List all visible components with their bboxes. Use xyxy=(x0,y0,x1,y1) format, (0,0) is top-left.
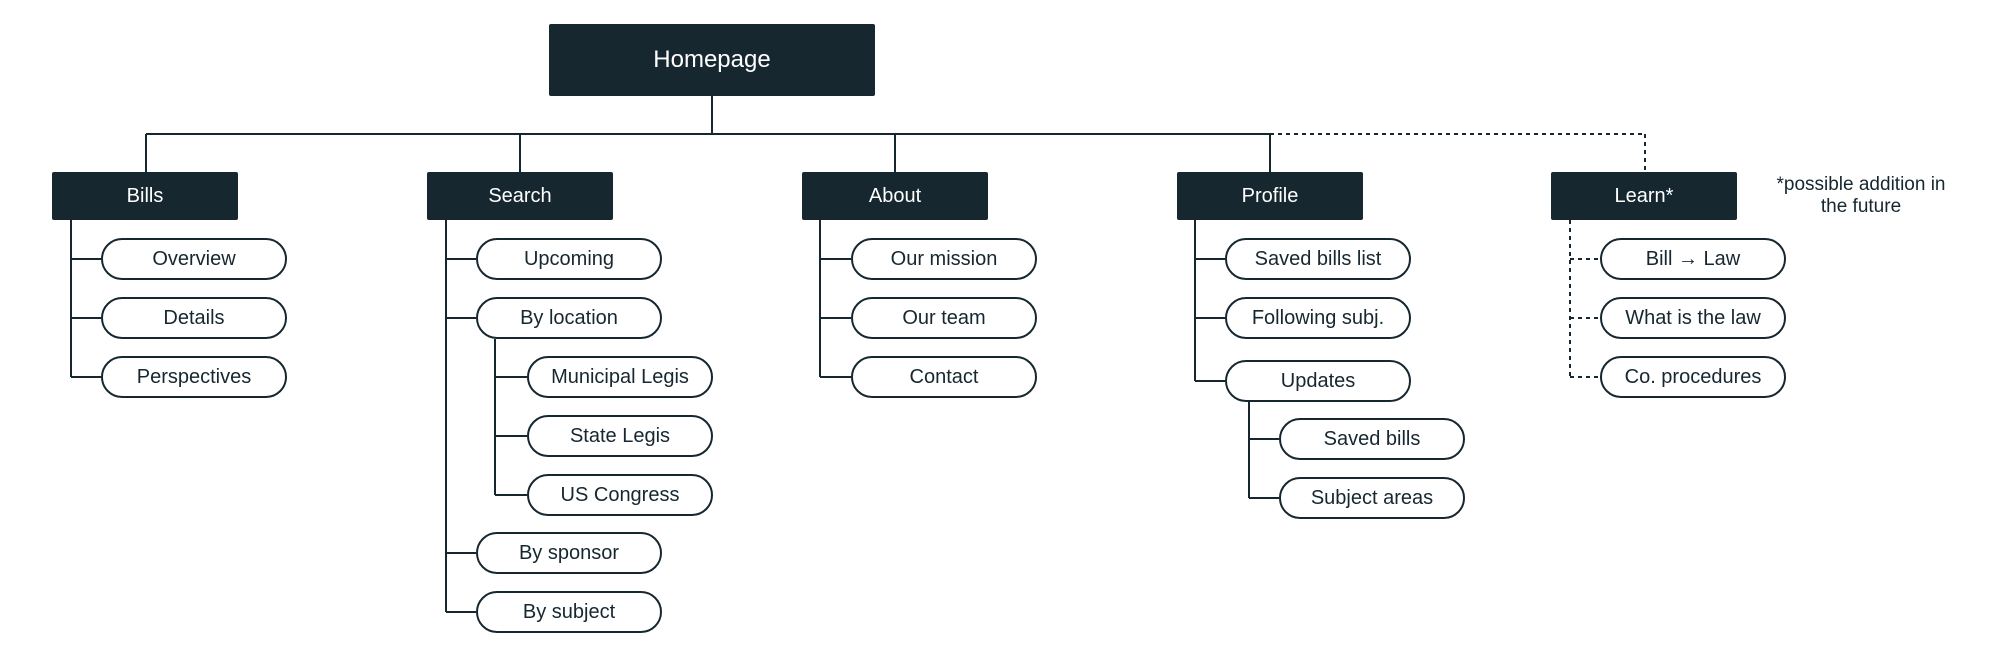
page-node-contact: Contact xyxy=(851,356,1037,398)
section-profile: Profile xyxy=(1177,172,1363,220)
page-node-overview: Overview xyxy=(101,238,287,280)
section-learn: Learn* xyxy=(1551,172,1737,220)
page-node-saved-bills-list: Saved bills list xyxy=(1225,238,1411,280)
page-node-bill-to-law: Bill → Law xyxy=(1600,238,1786,280)
page-node-following-subj: Following subj. xyxy=(1225,297,1411,339)
section-search: Search xyxy=(427,172,613,220)
page-node-by-sponsor: By sponsor xyxy=(476,532,662,574)
page-node-by-subject: By subject xyxy=(476,591,662,633)
page-node-us-congress: US Congress xyxy=(527,474,713,516)
page-node-what-is-the-law: What is the law xyxy=(1600,297,1786,339)
page-node-saved-bills: Saved bills xyxy=(1279,418,1465,460)
page-node-our-mission: Our mission xyxy=(851,238,1037,280)
page-node-state-legis: State Legis xyxy=(527,415,713,457)
page-node-our-team: Our team xyxy=(851,297,1037,339)
section-bills: Bills xyxy=(52,172,238,220)
page-node-details: Details xyxy=(101,297,287,339)
page-node-co-procedures: Co. procedures xyxy=(1600,356,1786,398)
page-node-perspectives: Perspectives xyxy=(101,356,287,398)
section-about: About xyxy=(802,172,988,220)
page-node-upcoming: Upcoming xyxy=(476,238,662,280)
homepage-node: Homepage xyxy=(549,24,875,96)
page-node-subject-areas: Subject areas xyxy=(1279,477,1465,519)
page-node-municipal-legis: Municipal Legis xyxy=(527,356,713,398)
page-node-updates: Updates xyxy=(1225,360,1411,402)
footnote-text: *possible addition in the future xyxy=(1776,174,1946,217)
page-node-by-location: By location xyxy=(476,297,662,339)
